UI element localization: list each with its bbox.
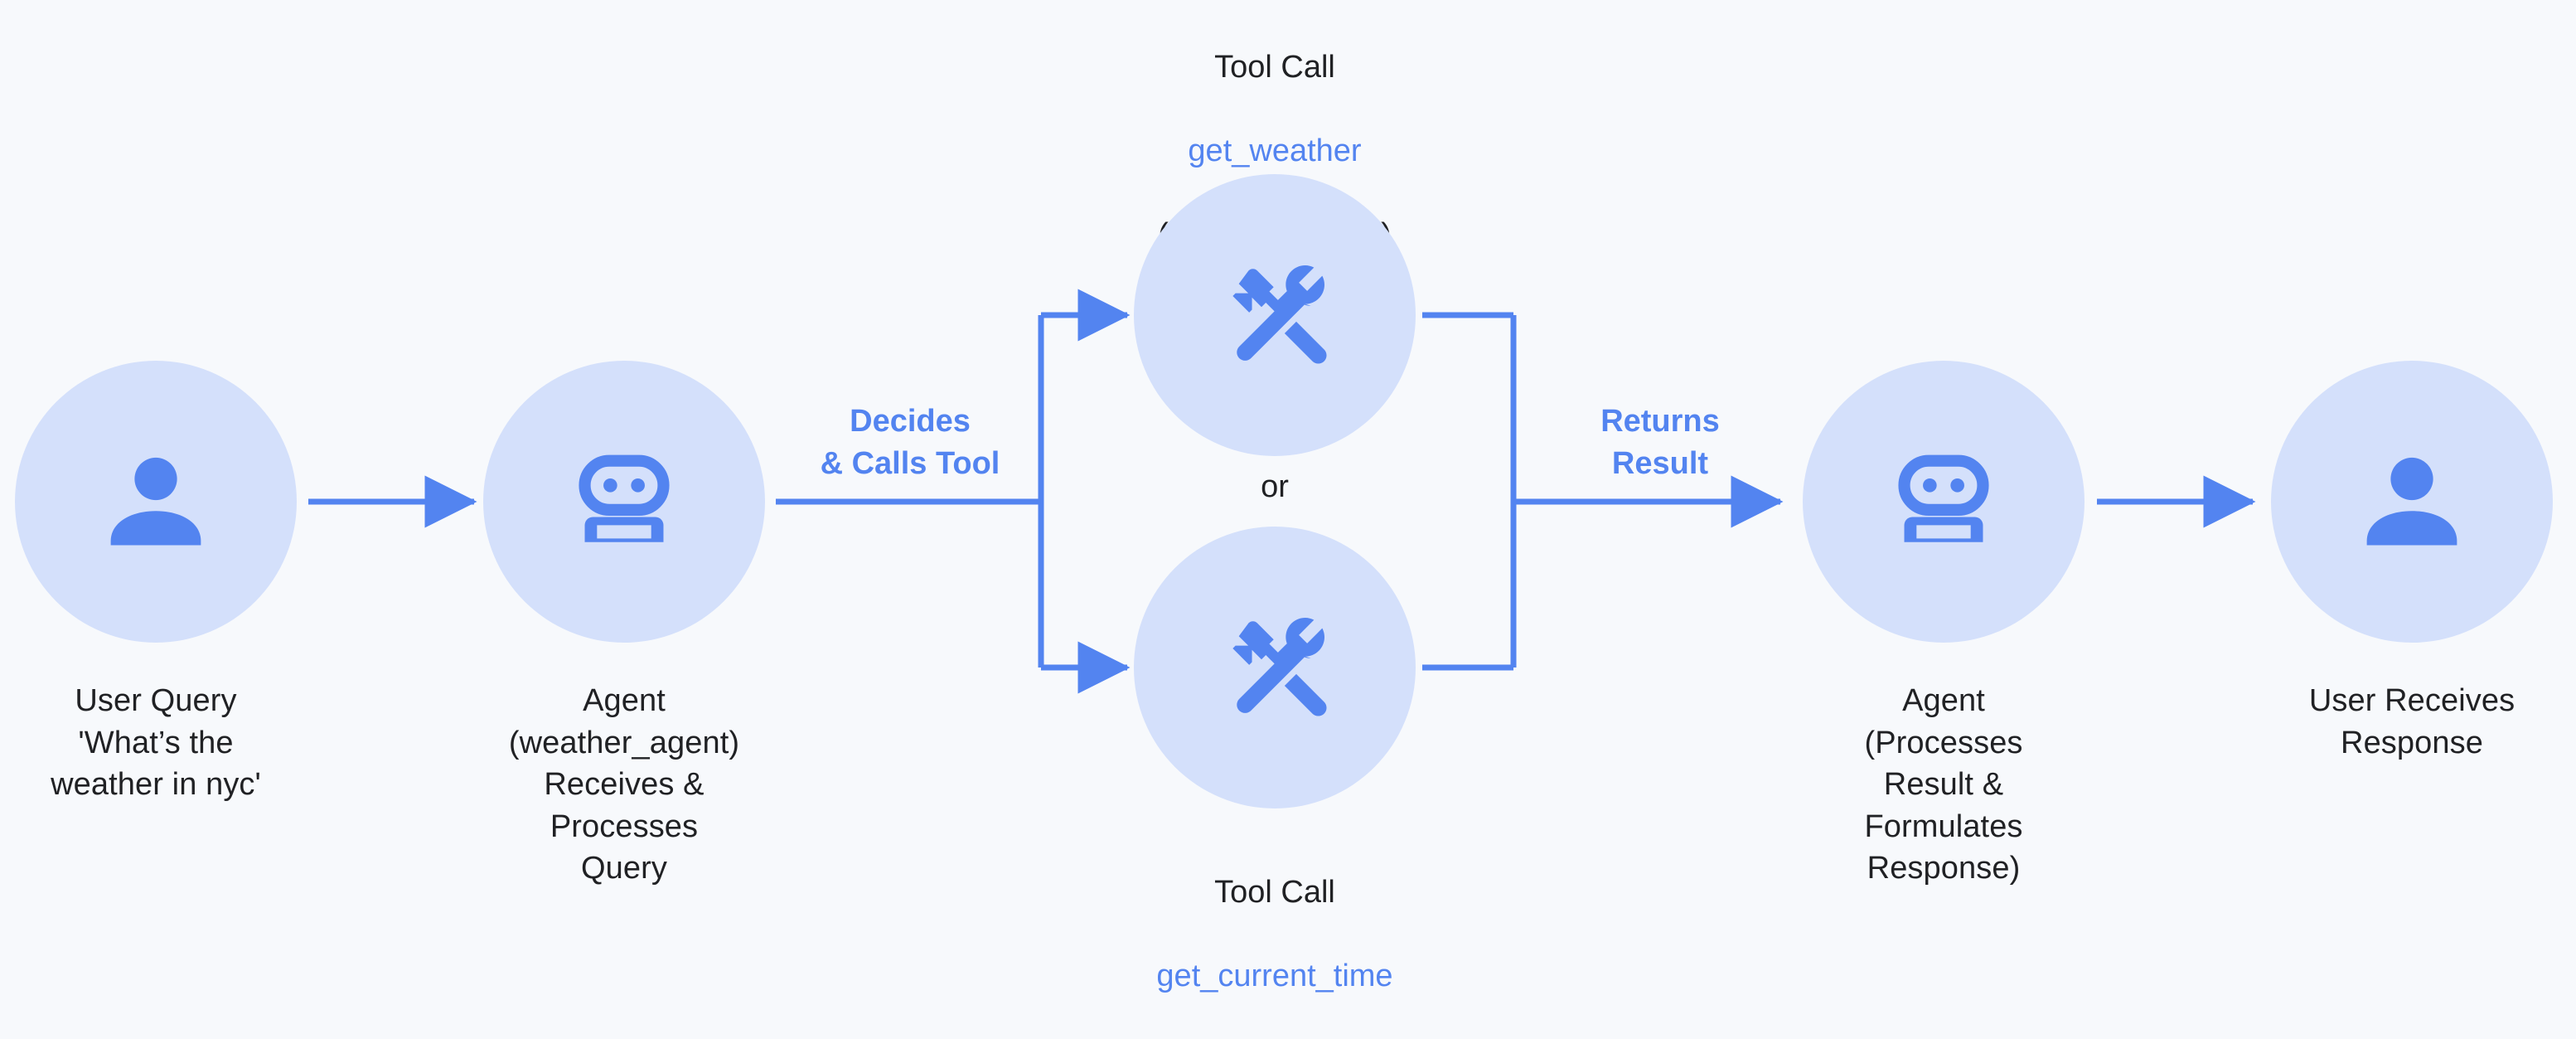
or-label: or: [1261, 469, 1289, 504]
handyman-icon: [1208, 249, 1341, 381]
tool-bottom-header: Tool Call: [1214, 874, 1335, 910]
edge-label-decides: Decides & Calls Tool: [820, 404, 1000, 481]
node-agent-processes-bubble[interactable]: [1803, 361, 2085, 643]
node-tool-bottom-bubble[interactable]: [1134, 527, 1416, 808]
node-tool-top-bubble[interactable]: [1134, 174, 1416, 456]
node-user-receives-bubble[interactable]: [2271, 361, 2553, 643]
robot-icon: [1882, 440, 2005, 563]
person-icon: [94, 439, 218, 564]
person-icon: [2350, 439, 2474, 564]
node-user-receives-label: User Receives Response: [2308, 683, 2515, 760]
tool-top-function: get_weather: [1188, 133, 1362, 168]
tool-bottom-label: Tool Call get_current_time: [1094, 829, 1455, 1039]
connector-layer: [308, 289, 2256, 694]
robot-icon: [563, 440, 685, 563]
edge-label-returns: Returns Result: [1600, 404, 1720, 481]
node-agent-receives-bubble[interactable]: [483, 361, 765, 643]
tool-bottom-function: get_current_time: [1156, 958, 1393, 993]
node-user-query-bubble[interactable]: [15, 361, 297, 643]
node-agent-receives-label: Agent (weather_agent) Receives & Process…: [508, 683, 740, 886]
diagram-canvas: User Query 'What’s the weather in nyc' A…: [15, 49, 2553, 993]
tool-top-header: Tool Call: [1214, 49, 1335, 85]
node-user-query-label: User Query 'What’s the weather in nyc': [51, 683, 261, 803]
handyman-icon: [1208, 601, 1341, 734]
node-agent-processes-label: Agent (Processes Result & Formulates Res…: [1864, 683, 2023, 886]
